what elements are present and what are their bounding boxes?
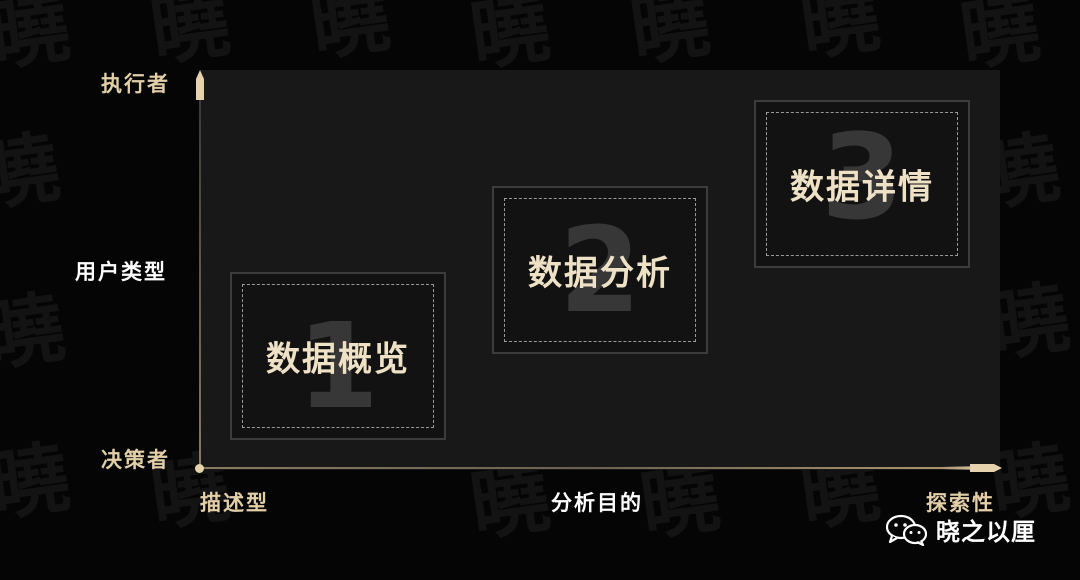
box-dashed-frame	[242, 284, 434, 428]
x-axis-line	[200, 467, 970, 469]
arrow-right-icon	[942, 464, 1002, 472]
y-axis-line	[199, 98, 201, 470]
watermark: 曉	[304, 0, 391, 73]
watermark: 曉	[0, 282, 66, 383]
stage-box-1: 1 数据概览	[230, 272, 446, 440]
watermark: 曉	[0, 0, 71, 83]
watermark: 曉	[0, 432, 71, 533]
stage-box-3: 3 数据详情	[754, 100, 970, 268]
y-axis-title: 用户类型	[75, 260, 167, 284]
arrow-up-icon	[196, 70, 204, 100]
watermark: 曉	[794, 0, 881, 73]
box-number: 3	[820, 108, 904, 247]
box-number: 1	[296, 296, 380, 435]
box-number: 2	[558, 201, 642, 339]
box-dashed-frame	[766, 112, 958, 256]
box-label: 数据分析	[528, 253, 672, 294]
brand-name: 晓之以厘	[936, 518, 1036, 546]
origin-dot	[195, 464, 204, 473]
box-label: 数据详情	[790, 167, 934, 208]
y-axis-top-label: 执行者	[101, 72, 170, 96]
brand-badge: 晓之以厘	[886, 512, 1036, 547]
box-dashed-frame	[504, 198, 696, 342]
wechat-icon	[886, 514, 928, 546]
y-axis-bottom-label: 决策者	[101, 448, 170, 472]
x-axis-right-label: 探索性	[926, 491, 995, 515]
x-axis-left-label: 描述型	[200, 491, 269, 515]
stage-box-2: 2 数据分析	[492, 186, 708, 354]
watermark: 曉	[0, 122, 61, 223]
box-label: 数据概览	[266, 339, 410, 380]
x-axis-title: 分析目的	[551, 491, 643, 515]
